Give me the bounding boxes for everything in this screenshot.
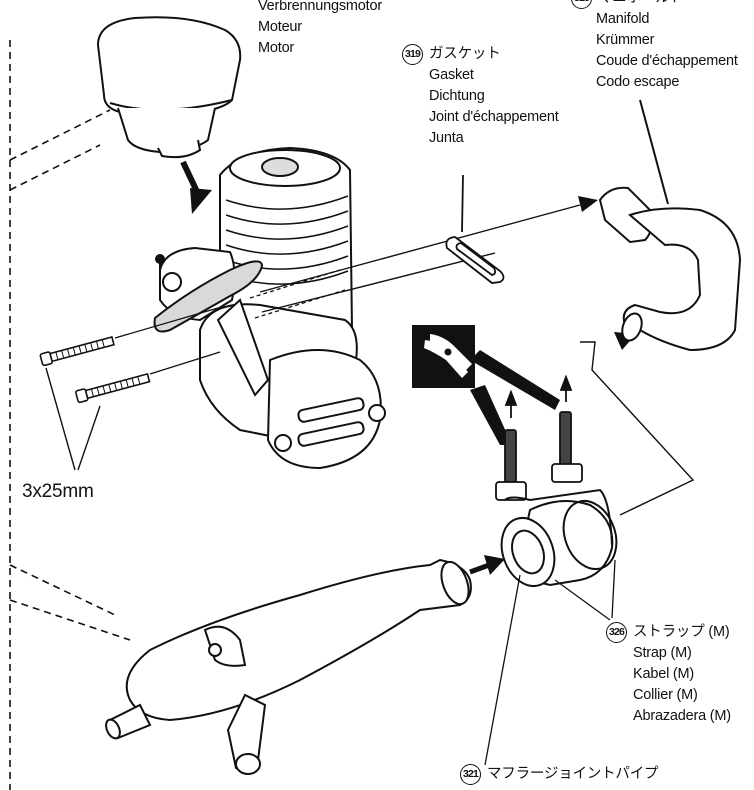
part-number-badge: 319 (402, 44, 423, 65)
dashed-guide-lines (9, 40, 131, 790)
gasket-label-es: Junta (429, 130, 464, 146)
strap-label-de: Kabel (M) (633, 666, 695, 682)
engine (153, 146, 386, 470)
muffler (105, 558, 472, 775)
gasket-label-jp: ガスケット (429, 46, 501, 62)
engine-label-fr: Moteur (258, 19, 302, 35)
manifold-label-fr: Coude d'échappement (596, 53, 738, 69)
gasket (445, 174, 505, 284)
manifold-label-es: Codo escape (596, 74, 680, 90)
part-number-badge: 321 (460, 764, 481, 785)
air-filter (96, 16, 242, 159)
engine-label-es: Motor (258, 40, 295, 56)
part-number-badge: 326 (606, 622, 627, 643)
screws (39, 307, 221, 404)
straps (495, 374, 583, 501)
muffler-joint-pipe (500, 488, 618, 587)
strap-label-es: Abrazadera (M) (633, 708, 731, 724)
manifold-label-en: Manifold (596, 11, 650, 27)
manifold (598, 99, 742, 352)
manifold-label-jp: マニホールド (598, 0, 684, 9)
nippers-icon (412, 325, 560, 445)
strap-callout-lines (554, 559, 616, 621)
screw-size-label: 3x25mm (22, 481, 94, 502)
joint-pipe-label: 321 マフラージョイントパイプ (460, 764, 659, 785)
strap-label-en: Strap (M) (633, 645, 692, 661)
arrow-to-manifold (578, 196, 598, 212)
joint-pipe-label-jp: マフラージョイントパイプ (487, 766, 659, 782)
strap-label: 326 ストラップ (M) Strap (M) Kabel (M) Collier… (606, 622, 731, 727)
gasket-label: 319 ガスケット Gasket Dichtung Joint d'échappe… (402, 44, 559, 149)
strap-label-fr: Collier (M) (633, 687, 698, 703)
manifold-label-de: Krümmer (596, 32, 655, 48)
strap-label-jp: ストラップ (M) (633, 624, 730, 640)
engine-label-de: Verbrennungsmotor (258, 0, 382, 14)
gasket-label-de: Dichtung (429, 88, 485, 104)
engine-label: Verbrennungsmotor Moteur Motor (258, 0, 382, 59)
gasket-label-fr: Joint d'échappement (429, 109, 559, 125)
arrow-to-joint (469, 555, 505, 575)
screw-callout-lines (45, 367, 101, 471)
manifold-label: 318 マニホールド Manifold Krümmer Coude d'échap… (571, 0, 738, 93)
part-number-badge: 318 (571, 0, 592, 9)
arrow-down-filter (180, 160, 212, 214)
guide-lines (259, 204, 695, 516)
joint-callout-line (484, 574, 521, 766)
gasket-label-en: Gasket (429, 67, 474, 83)
